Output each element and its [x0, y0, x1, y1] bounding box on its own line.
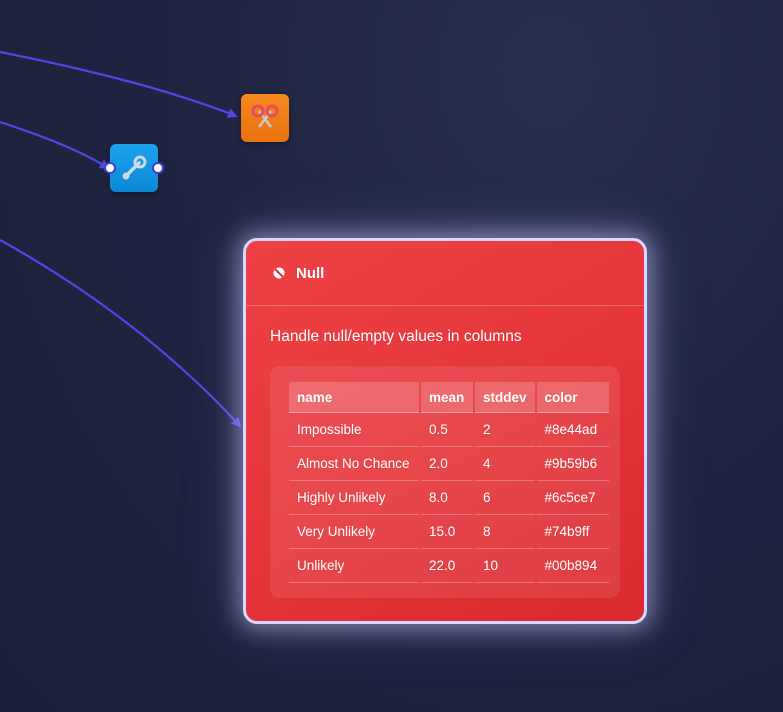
cell-mean: 15.0	[421, 515, 473, 549]
null-icon	[273, 267, 285, 279]
cell-name: Highly Unlikely	[289, 481, 419, 515]
output-handle[interactable]	[152, 162, 164, 174]
table-row: Unlikely 22.0 10 #00b894	[289, 549, 609, 583]
edge-to-wrench-node[interactable]	[0, 120, 110, 170]
scissors-icon	[251, 104, 279, 128]
cell-stddev: 2	[475, 413, 535, 447]
node-title: Null	[296, 264, 325, 282]
preview-table: name mean stddev color Impossible 0.5 2 …	[287, 382, 611, 583]
column-header: color	[536, 382, 609, 413]
cell-mean: 22.0	[421, 549, 473, 583]
cell-stddev: 8	[475, 515, 535, 549]
table-row: Highly Unlikely 8.0 6 #6c5ce7	[289, 481, 609, 515]
input-handle[interactable]	[104, 162, 116, 174]
edge-to-null-node[interactable]	[0, 239, 242, 428]
cell-name: Almost No Chance	[289, 447, 419, 481]
table-row: Very Unlikely 15.0 8 #74b9ff	[289, 515, 609, 549]
column-header: name	[289, 382, 419, 413]
cell-mean: 2.0	[421, 447, 473, 481]
cell-color: #9b59b6	[536, 447, 609, 481]
node-description: Handle null/empty values in columns	[270, 328, 522, 345]
table-row: Almost No Chance 2.0 4 #9b59b6	[289, 447, 609, 481]
cell-mean: 8.0	[421, 481, 473, 515]
column-header: stddev	[475, 382, 535, 413]
cell-mean: 0.5	[421, 413, 473, 447]
cell-name: Very Unlikely	[289, 515, 419, 549]
preview-table-container: name mean stddev color Impossible 0.5 2 …	[270, 366, 620, 598]
scissors-node[interactable]	[241, 94, 289, 142]
node-header: Null	[246, 241, 644, 306]
cell-color: #8e44ad	[536, 413, 609, 447]
cell-color: #00b894	[536, 549, 609, 583]
cell-stddev: 6	[475, 481, 535, 515]
cell-stddev: 10	[475, 549, 535, 583]
cell-color: #6c5ce7	[536, 481, 609, 515]
table-header-row: name mean stddev color	[289, 382, 609, 413]
cell-name: Unlikely	[289, 549, 419, 583]
wrench-icon	[122, 155, 147, 180]
cell-color: #74b9ff	[536, 515, 609, 549]
cell-name: Impossible	[289, 413, 419, 447]
cell-stddev: 4	[475, 447, 535, 481]
wrench-node[interactable]	[104, 144, 164, 192]
table-row: Impossible 0.5 2 #8e44ad	[289, 413, 609, 447]
null-node-card[interactable]: Null Handle null/empty values in columns…	[243, 238, 647, 624]
column-header: mean	[421, 382, 473, 413]
edge-to-scissors-node[interactable]	[0, 50, 238, 118]
